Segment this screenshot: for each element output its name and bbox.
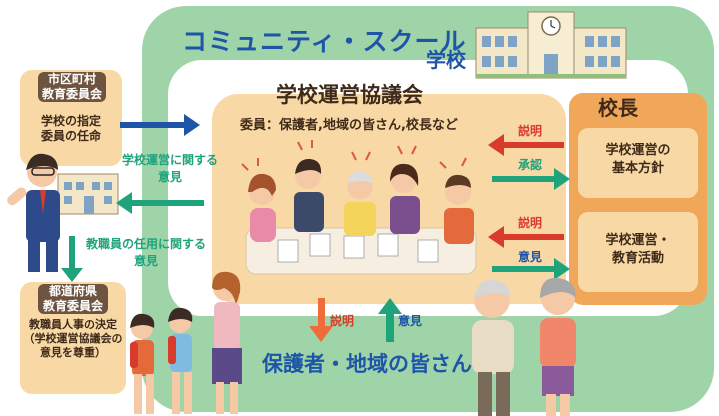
council-members: 委員：保護者,地域の皆さん,校長など [240, 118, 458, 133]
municipal-board-body: 学校の指定 委員の任命 [28, 114, 114, 144]
prefectural-board-body-line2: （学校運営協議会の [23, 332, 123, 345]
label-explain-parents: 説明 [330, 314, 355, 328]
label-opinion-school-ops-line1: 学校運営に関する [121, 153, 218, 167]
council-meeting-illustration [241, 140, 477, 275]
arrow-approve [492, 168, 570, 190]
arrow-explain-1 [488, 134, 564, 156]
elderly-couple-illustration [472, 277, 576, 416]
label-opinion-parents: 意見 [398, 314, 423, 328]
children-illustration [130, 271, 242, 414]
label-opinion-staff-line1: 教職員の任用に関する [86, 237, 207, 251]
label-opinion-staff: 教職員の任用に関する 意見 [86, 236, 206, 270]
label-opinion-school-ops: 学校運営に関する 意見 [120, 152, 220, 186]
municipal-board-header: 市区町村 教育委員会 [38, 72, 106, 102]
arrow-explain-2 [488, 226, 564, 248]
arrow-appoint [120, 114, 200, 136]
municipal-board-body-line2: 委員の任命 [40, 129, 101, 143]
principal-title: 校長 [598, 96, 638, 120]
council-title: 学校運営協議会 [276, 83, 423, 107]
municipal-board-header-line2: 教育委員会 [41, 87, 102, 101]
label-explain-1: 説明 [518, 124, 543, 138]
arrow-opinion-principal [492, 258, 570, 280]
label-opinion-principal: 意見 [518, 250, 543, 264]
prefectural-board-body-line1: 教職員人事の決定 [29, 318, 117, 331]
prefectural-board-header-line2: 教育委員会 [42, 299, 103, 313]
principal-item-activities-line2: 教育活動 [611, 251, 664, 266]
school-building-icon [475, 11, 627, 79]
label-opinion-school-ops-line2: 意見 [157, 170, 182, 184]
prefectural-board-header: 都道府県 教育委員会 [38, 284, 108, 314]
arrow-opinion-staff [61, 236, 83, 282]
label-opinion-staff-line2: 意見 [133, 254, 158, 268]
prefectural-board-body: 教職員人事の決定 （学校運営協議会の 意見を尊重） [20, 318, 126, 360]
principal-item-basic-policy-line2: 基本方針 [611, 161, 664, 176]
principal-item-basic-policy: 学校運営の 基本方針 [578, 128, 698, 198]
prefectural-board-body-line3: 意見を尊重） [40, 346, 106, 359]
label-explain-2: 説明 [518, 216, 543, 230]
label-approve: 承認 [518, 158, 543, 172]
parents-label: 保護者・地域の皆さん [262, 352, 472, 376]
school-label: 学校 [426, 48, 466, 72]
official-illustration [7, 153, 119, 272]
principal-item-activities-line1: 学校運営・ [605, 233, 671, 248]
arrow-opinion-school-ops [116, 192, 204, 214]
municipal-board-body-line1: 学校の指定 [40, 114, 101, 128]
arrow-opinion-parents [378, 298, 402, 342]
principal-item-activities: 学校運営・ 教育活動 [578, 212, 698, 292]
municipal-board-header-line1: 市区町村 [47, 72, 96, 86]
community-school-title: コミュニティ・スクール [182, 27, 467, 56]
principal-item-basic-policy-line1: 学校運営の [605, 143, 671, 158]
prefectural-board-header-line1: 都道府県 [48, 284, 97, 298]
arrow-explain-parents [309, 298, 333, 342]
